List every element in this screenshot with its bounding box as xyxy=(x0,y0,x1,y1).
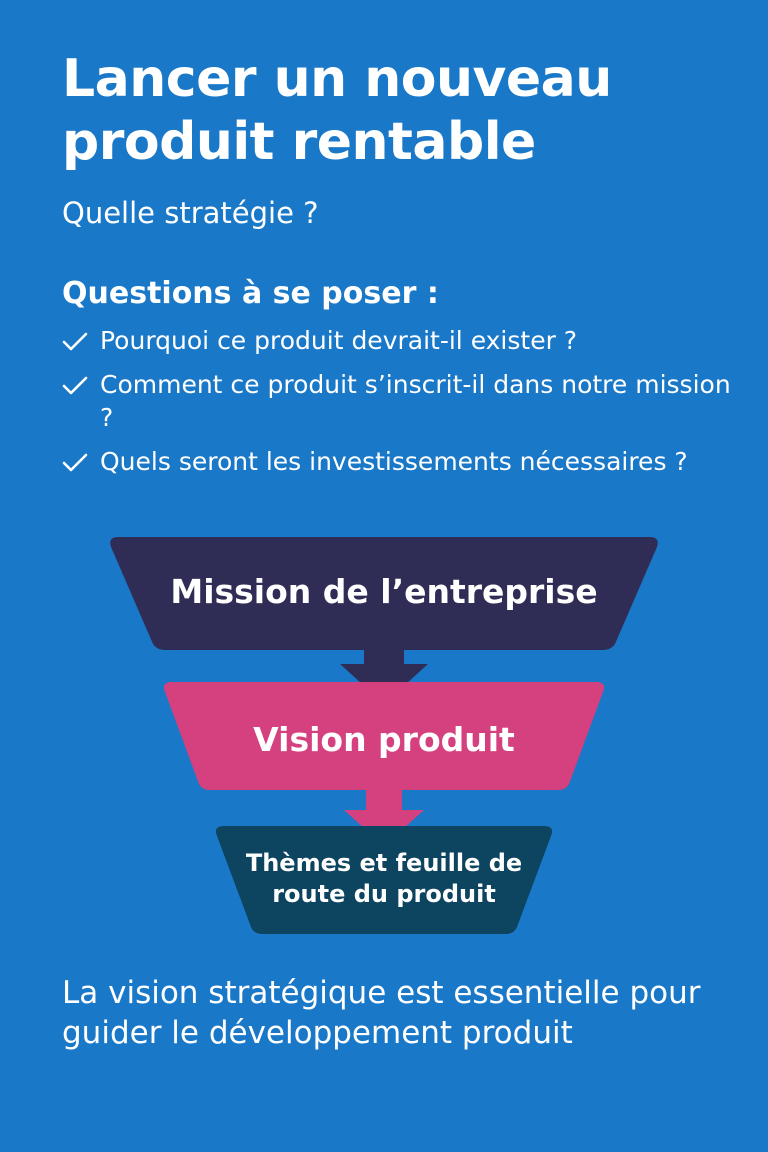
question-item: Comment ce produit s’inscrit-il dans not… xyxy=(62,368,742,434)
questions-list: Pourquoi ce produit devrait-il exister ?… xyxy=(62,324,742,489)
strategy-funnel: Mission de l’entreprise Vision produit T… xyxy=(0,530,768,940)
check-icon xyxy=(62,332,88,351)
page-title: Lancer un nouveau produit rentable xyxy=(62,48,742,174)
funnel-stage-vision xyxy=(163,682,605,790)
title-line-2: produit rentable xyxy=(62,112,536,172)
funnel-stage-mission xyxy=(110,537,658,650)
title-line-1: Lancer un nouveau xyxy=(62,49,612,109)
footer-statement: La vision stratégique est essentielle po… xyxy=(62,975,701,1051)
funnel-label-mission: Mission de l’entreprise xyxy=(170,572,598,611)
funnel-label-vision: Vision produit xyxy=(253,720,515,759)
funnel-label-themes: Thèmes et feuille de route du produit xyxy=(245,849,523,908)
questions-heading: Questions à se poser : xyxy=(62,276,439,311)
check-icon xyxy=(62,453,88,472)
question-label: Pourquoi ce produit devrait-il exister ? xyxy=(100,326,578,355)
question-item: Pourquoi ce produit devrait-il exister ? xyxy=(62,324,742,357)
check-icon xyxy=(62,376,88,395)
question-label: Comment ce produit s’inscrit-il dans not… xyxy=(100,370,731,432)
funnel-stage-themes xyxy=(215,826,553,934)
funnel-graphic xyxy=(110,537,658,934)
subtitle: Quelle stratégie ? xyxy=(62,196,319,230)
question-label: Quels seront les investissements nécessa… xyxy=(100,447,688,476)
arrow-down-icon xyxy=(344,790,424,846)
arrow-down-icon xyxy=(340,650,428,704)
question-item: Quels seront les investissements nécessa… xyxy=(62,445,742,478)
